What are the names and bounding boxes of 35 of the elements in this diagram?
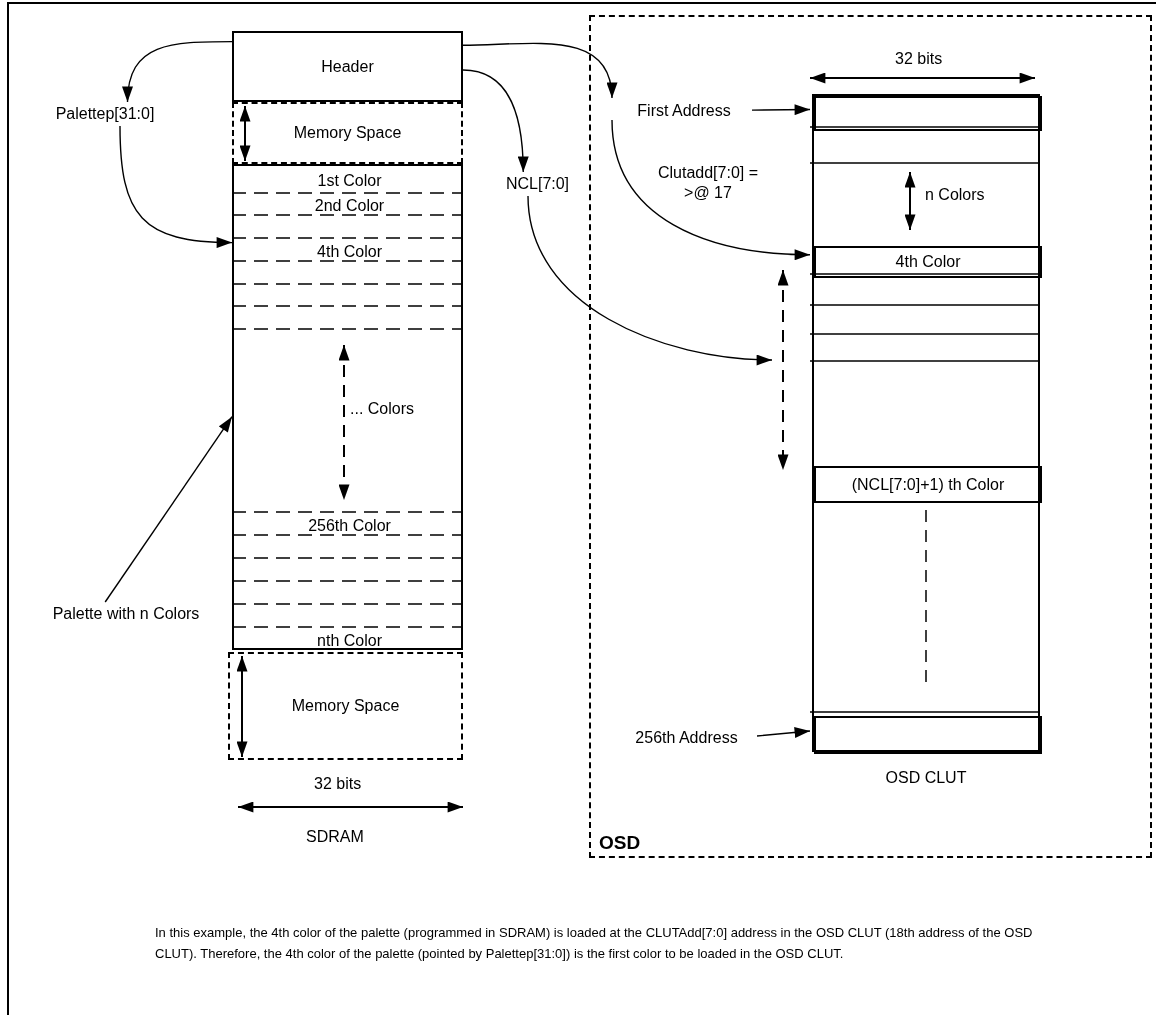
dimension-label: ... Colors xyxy=(350,400,414,418)
leader-text: Palette with n Colors xyxy=(22,602,230,626)
dimension-label: n Colors xyxy=(925,186,985,204)
color-entry: 4th Color xyxy=(814,246,1042,278)
header-block: Header xyxy=(232,31,463,102)
region-title: OSD xyxy=(599,832,641,854)
signal-label: NCL[7:0] xyxy=(490,172,585,196)
arrow xyxy=(462,69,529,173)
color-entry: 1st Color xyxy=(234,166,465,195)
arrow xyxy=(123,40,233,103)
table-caption: OSD CLUT xyxy=(884,769,968,787)
memory-block: Memory Space xyxy=(228,652,463,760)
arrow xyxy=(527,195,773,365)
arrow xyxy=(751,104,811,116)
color-entry: nth Color xyxy=(234,629,465,652)
address-label: First Address xyxy=(614,100,754,122)
color-entry: 256th Color xyxy=(234,514,465,537)
dimension-label: 32 bits xyxy=(314,775,362,793)
color-entry: 2nd Color xyxy=(234,195,465,217)
arrow xyxy=(611,119,811,260)
note-text: In this example, the 4th color of the palette (programmed in SDRAM) is loaded at the CLUTAdd[7:0] address in the OSD CLUT (18th address of the OSD CLUT). Therefore, the 4th color of the palette (pointed by Palettep[31:0]) is the first color to be loaded in the OSD CLUT. xyxy=(155,924,1034,963)
arrow xyxy=(462,42,616,99)
arrow xyxy=(756,726,811,738)
palette-block xyxy=(232,164,463,650)
table-row xyxy=(814,96,1042,131)
diagram-caption: SDRAM xyxy=(306,828,364,846)
arrow xyxy=(119,125,233,248)
address-label: 256th Address xyxy=(614,726,759,750)
color-entry: (NCL[7:0]+1) th Color xyxy=(814,466,1042,503)
memory-block: Memory Space xyxy=(232,102,463,164)
arrow xyxy=(104,416,233,603)
dimension-label: 32 bits xyxy=(895,50,943,68)
color-entry: 4th Color xyxy=(234,240,465,263)
table-row xyxy=(814,716,1042,754)
signal-label: Palettep[31:0] xyxy=(30,102,180,126)
